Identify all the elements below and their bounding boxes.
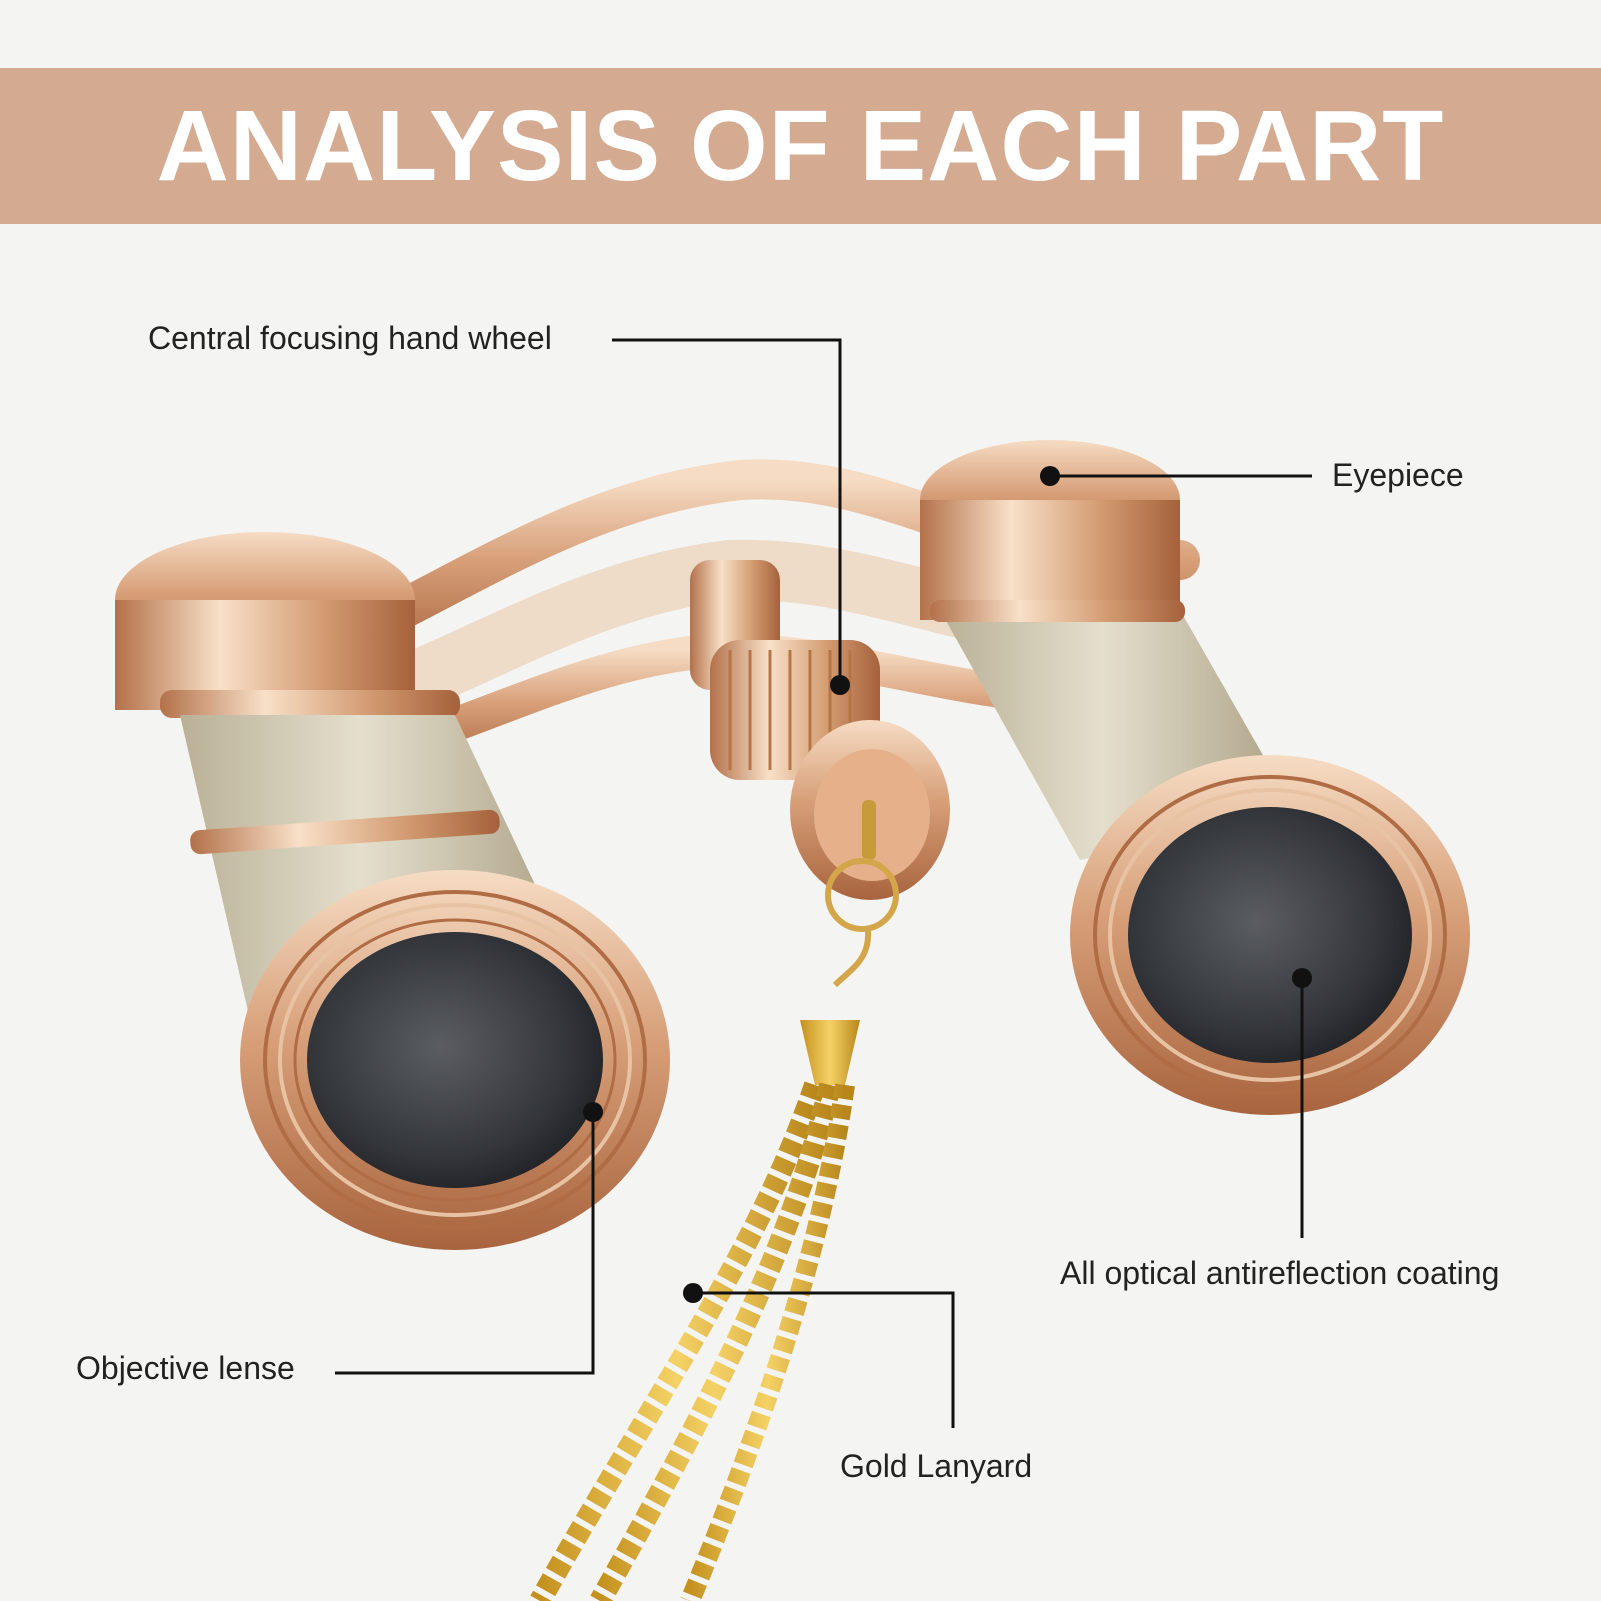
left-barrel bbox=[115, 532, 670, 1250]
title-banner: ANALYSIS OF EACH PART bbox=[0, 68, 1601, 224]
dot-focus-wheel bbox=[830, 675, 850, 695]
dot-coating bbox=[1292, 968, 1312, 988]
lanyard-chain bbox=[530, 858, 899, 1601]
label-eyepiece: Eyepiece bbox=[1332, 457, 1464, 493]
focus-wheel bbox=[690, 560, 950, 900]
label-coating: All optical antireflection coating bbox=[1060, 1255, 1500, 1291]
leader-objective-lens bbox=[335, 1112, 595, 1375]
dot-lanyard bbox=[683, 1283, 703, 1303]
dot-objective-lens bbox=[583, 1102, 603, 1122]
callout-dots bbox=[583, 466, 1312, 1303]
right-barrel bbox=[920, 440, 1470, 1115]
label-focus-wheel: Central focusing hand wheel bbox=[148, 320, 552, 356]
leader-focus-wheel bbox=[612, 338, 842, 685]
banner-title: ANALYSIS OF EACH PART bbox=[156, 89, 1445, 202]
leader-lines bbox=[335, 338, 1312, 1428]
leader-lanyard bbox=[693, 1291, 955, 1428]
label-objective-lens: Objective lense bbox=[76, 1350, 295, 1386]
label-lanyard: Gold Lanyard bbox=[840, 1448, 1033, 1484]
dot-eyepiece bbox=[1040, 466, 1060, 486]
